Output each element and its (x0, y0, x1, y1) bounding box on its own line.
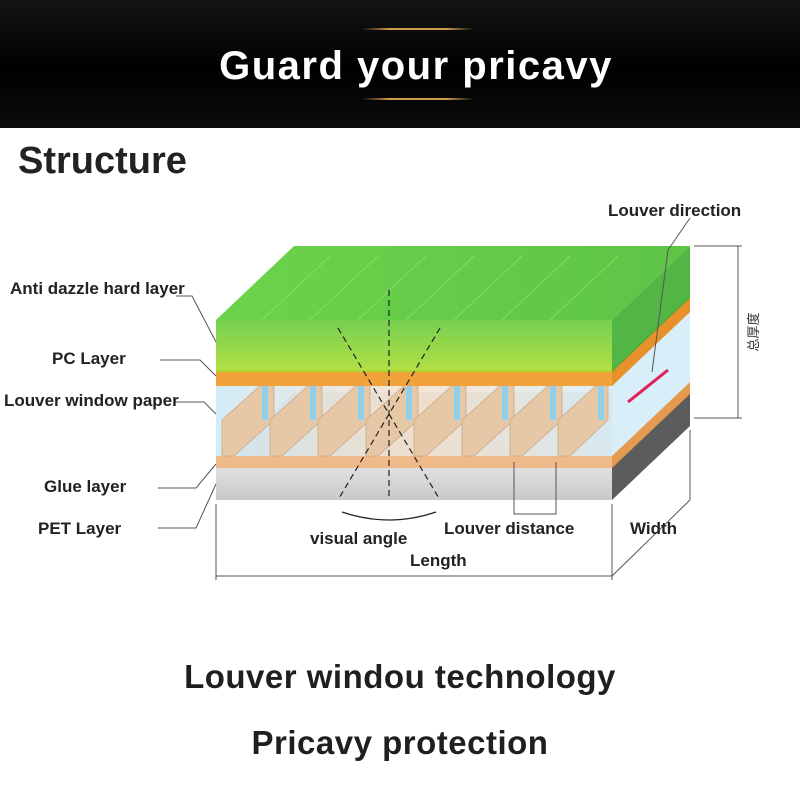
louver-strip (502, 384, 508, 420)
leader-glue-layer (158, 463, 217, 489)
louver-layer-block (216, 310, 690, 457)
visual-angle-arc (341, 511, 437, 521)
louver-strip (406, 384, 412, 420)
label-visual-angle: visual angle (310, 529, 407, 548)
width-dimension-line (611, 499, 691, 577)
louver-strips (262, 384, 604, 420)
leader-pc-layer (160, 359, 217, 377)
visual-angle-ray-right (337, 327, 441, 501)
label-louver-window-paper: Louver window paper (4, 391, 179, 410)
anti-dazzle-layer-block (216, 246, 690, 372)
leader-louver-paper (174, 401, 217, 415)
anti-dazzle-layer-top (216, 246, 690, 320)
label-louver-direction: Louver direction (608, 201, 741, 220)
pc-layer-side (612, 296, 690, 386)
louver-strip (310, 384, 316, 420)
label-total-thickness: 总厚度 (746, 312, 762, 351)
header-banner: Guard your pricavy (0, 0, 800, 128)
louver-direction-mark (627, 368, 669, 404)
label-anti-dazzle-hard-layer: Anti dazzle hard layer (10, 279, 185, 298)
louver-strip (262, 384, 268, 420)
banner-bottom-rule (362, 98, 474, 100)
leader-louver-direction (651, 217, 691, 373)
leader-anti-dazzle (176, 295, 217, 343)
visual-angle-lines (337, 290, 441, 501)
louver-distance-bracket (513, 462, 557, 515)
leader-pet-layer (158, 483, 217, 529)
louver-strip (598, 384, 604, 420)
footer-line-protection: Pricavy protection (251, 724, 549, 761)
glue-layer-side (612, 382, 690, 468)
pc-layer-front (216, 370, 612, 386)
label-pet-layer: PET Layer (38, 519, 122, 538)
anti-dazzle-ridges (261, 255, 619, 321)
louver-strip (454, 384, 460, 420)
footer-line-technology: Louver windou technology (184, 658, 616, 695)
anti-dazzle-layer-side (612, 246, 690, 372)
louver-strip (358, 384, 364, 420)
glue-layer-block (216, 382, 690, 468)
pet-layer-side (612, 392, 690, 500)
label-length: Length (410, 551, 467, 570)
louver-fins (221, 383, 609, 457)
label-width: Width (630, 519, 677, 538)
label-glue-layer: Glue layer (44, 477, 127, 496)
banner-top-rule (362, 28, 474, 30)
label-leaders (158, 217, 691, 529)
louver-strip (550, 384, 556, 420)
pet-layer-front (216, 466, 612, 500)
pc-layer-block (216, 296, 690, 386)
label-louver-distance: Louver distance (444, 519, 574, 538)
visual-angle-ray-left (337, 327, 441, 501)
section-title: Structure (18, 140, 187, 182)
anti-dazzle-layer-front (216, 320, 612, 372)
glue-layer-front (216, 456, 612, 468)
label-pc-layer: PC Layer (52, 349, 126, 368)
dimension-lines (215, 245, 742, 580)
banner-title: Guard your pricavy (219, 44, 613, 88)
